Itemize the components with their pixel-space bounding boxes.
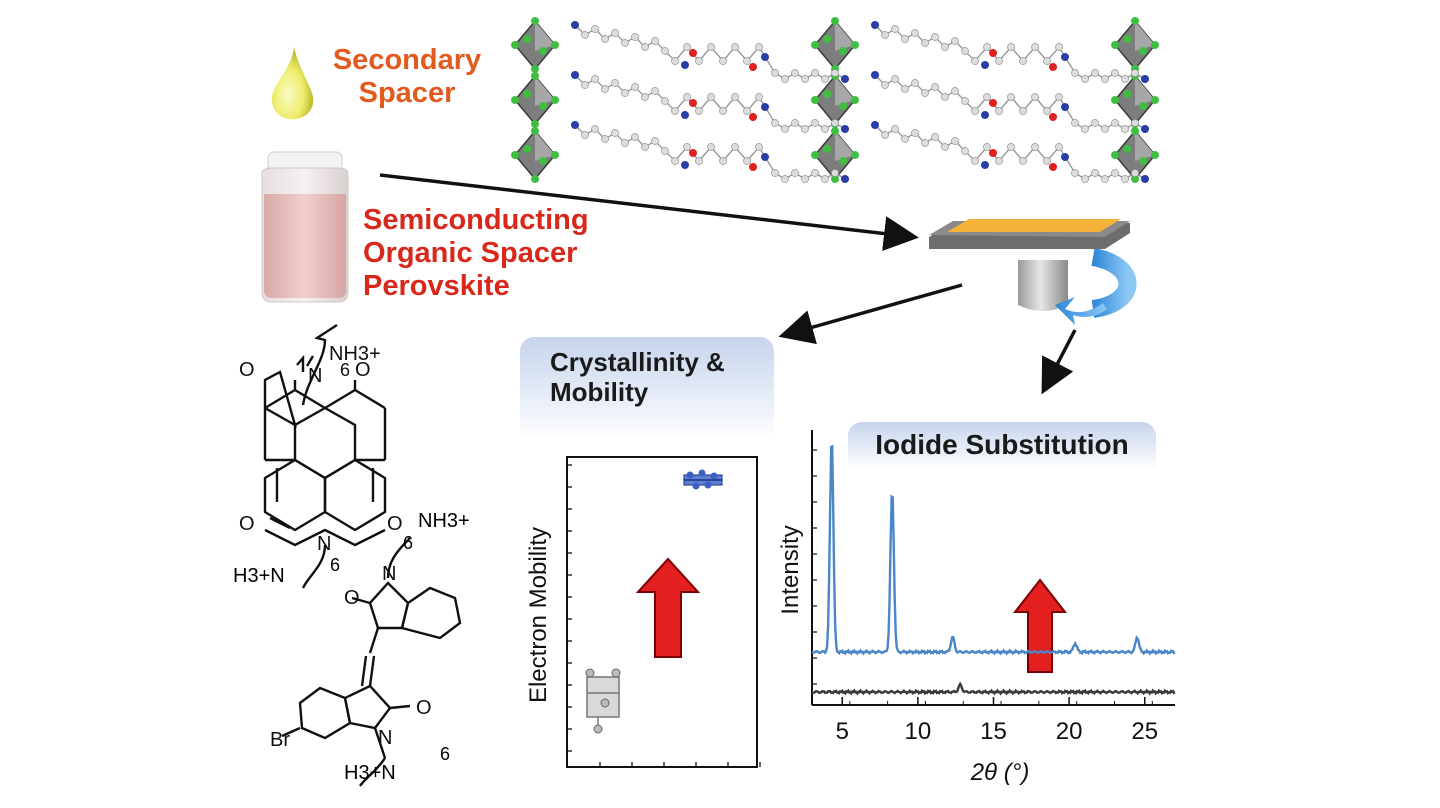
- svg-text:NH3+: NH3+: [329, 343, 381, 365]
- xrd-tick-label: 5: [836, 718, 849, 745]
- ndi-bottom-amine: H3+N: [233, 565, 285, 587]
- octahedron: [511, 127, 559, 183]
- organic-chain: [571, 71, 849, 133]
- mobility-up-arrow: [635, 557, 701, 658]
- organic-chain: [571, 121, 849, 183]
- svg-text:6: 6: [340, 360, 350, 380]
- mobility-box-high: [683, 469, 723, 490]
- iso-top-n: 6: [403, 533, 414, 553]
- svg-text:O: O: [239, 513, 255, 535]
- xrd-xlabel: 2θ (°): [970, 759, 1030, 786]
- xrd-up-arrow: [1012, 578, 1068, 673]
- xrd-series-line: [811, 444, 1176, 656]
- svg-text:N: N: [317, 533, 331, 555]
- iso-bottom-amine: H3+N: [344, 762, 396, 784]
- secondary-spacer-label: Secondary Spacer: [332, 44, 482, 109]
- octahedron: [511, 72, 559, 128]
- vial-icon: [261, 151, 349, 303]
- ndi-molecule: N O O O O N NH3+ 6: [239, 323, 403, 589]
- xrd-series-line: [811, 681, 1176, 696]
- svg-text:O: O: [416, 697, 432, 719]
- xrd-tick-label: 25: [1131, 718, 1158, 745]
- droplet-icon: [271, 47, 314, 120]
- svg-text:N: N: [308, 365, 322, 387]
- octahedron: [811, 17, 859, 73]
- xrd-plot: Intensity 2θ (°) 5 10 15 20 25: [777, 430, 1176, 786]
- svg-text:N: N: [378, 727, 392, 749]
- xrd-ylabel: Intensity: [777, 525, 804, 614]
- crystal-structure: [511, 17, 1159, 183]
- organic-chain: [871, 121, 1149, 183]
- spin-coater-icon: [929, 219, 1137, 325]
- svg-text:O: O: [344, 587, 360, 609]
- iso-top-amine: NH3+: [418, 510, 470, 532]
- iodide-badge: Iodide Substitution: [848, 422, 1156, 470]
- mobility-plot: Electron Mobility: [525, 456, 761, 768]
- organic-chain: [871, 71, 1149, 133]
- xrd-tick-label: 20: [1056, 718, 1083, 745]
- organic-chain: [871, 21, 1149, 83]
- svg-text:N: N: [382, 563, 396, 585]
- xrd-tick-label: 15: [980, 718, 1007, 745]
- semiconducting-label: Semiconducting Organic Spacer Perovskite: [363, 204, 589, 302]
- crystallinity-badge: Crystallinity & Mobility: [520, 337, 774, 441]
- mobility-box-low: [585, 668, 621, 734]
- mobility-ylabel: Electron Mobility: [525, 527, 552, 703]
- ndi-bottom-n: 6: [330, 555, 341, 575]
- organic-chain: [571, 21, 849, 83]
- octahedron: [1111, 127, 1159, 183]
- svg-text:Br: Br: [270, 729, 290, 751]
- xrd-tick-label: 10: [905, 718, 932, 745]
- svg-text:O: O: [387, 513, 403, 535]
- svg-text:O: O: [355, 359, 371, 381]
- octahedron: [511, 17, 559, 73]
- iso-bottom-n: 6: [440, 744, 451, 764]
- isoindigo-molecule: O N O N Br: [270, 537, 462, 787]
- octahedron: [1111, 17, 1159, 73]
- svg-text:O: O: [239, 359, 255, 381]
- mobility-plot-frame: [566, 456, 758, 768]
- octahedron: [811, 127, 859, 183]
